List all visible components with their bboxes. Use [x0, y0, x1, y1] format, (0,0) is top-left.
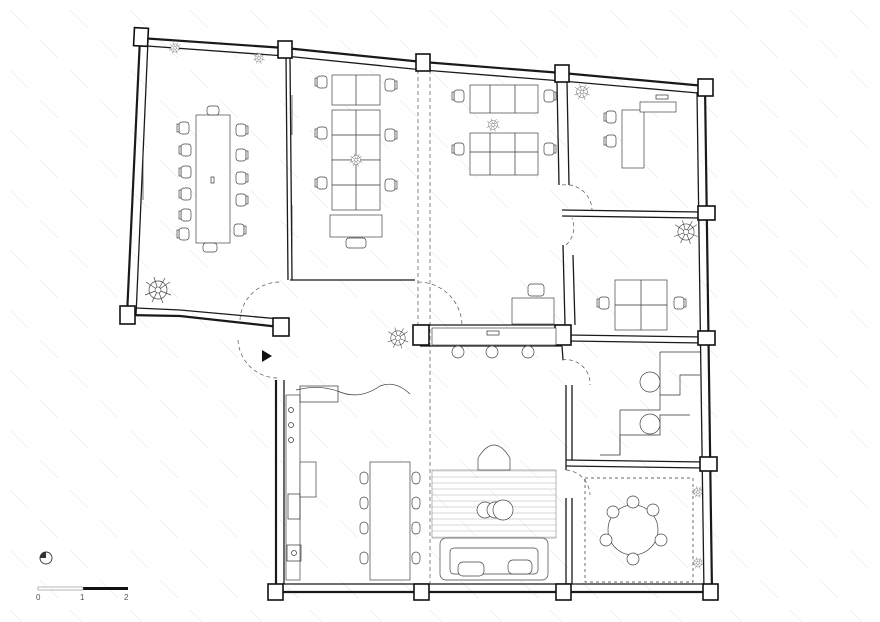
- kitchen: [285, 383, 421, 581]
- door-swings: [237, 184, 593, 496]
- structural-columns: [119, 26, 719, 601]
- scale-label-1: 1: [80, 593, 85, 602]
- open-office-right: [451, 84, 557, 176]
- north-arrow-icon: [39, 551, 53, 565]
- scale-label-0: 0: [36, 593, 41, 602]
- private-office-top: [603, 94, 677, 169]
- private-office-middle: [596, 279, 687, 331]
- meeting-room: [142, 105, 249, 253]
- phone-booths: [600, 351, 700, 456]
- lounge: [431, 444, 557, 581]
- interior-partitions: [285, 55, 705, 584]
- open-office-left: [291, 74, 398, 250]
- scale-bar: 0 1 2: [36, 586, 129, 602]
- round-meeting-room: [584, 477, 694, 583]
- reception-desk: [431, 283, 557, 359]
- scale-label-2: 2: [124, 593, 129, 602]
- entrance-arrow-icon: [262, 350, 272, 362]
